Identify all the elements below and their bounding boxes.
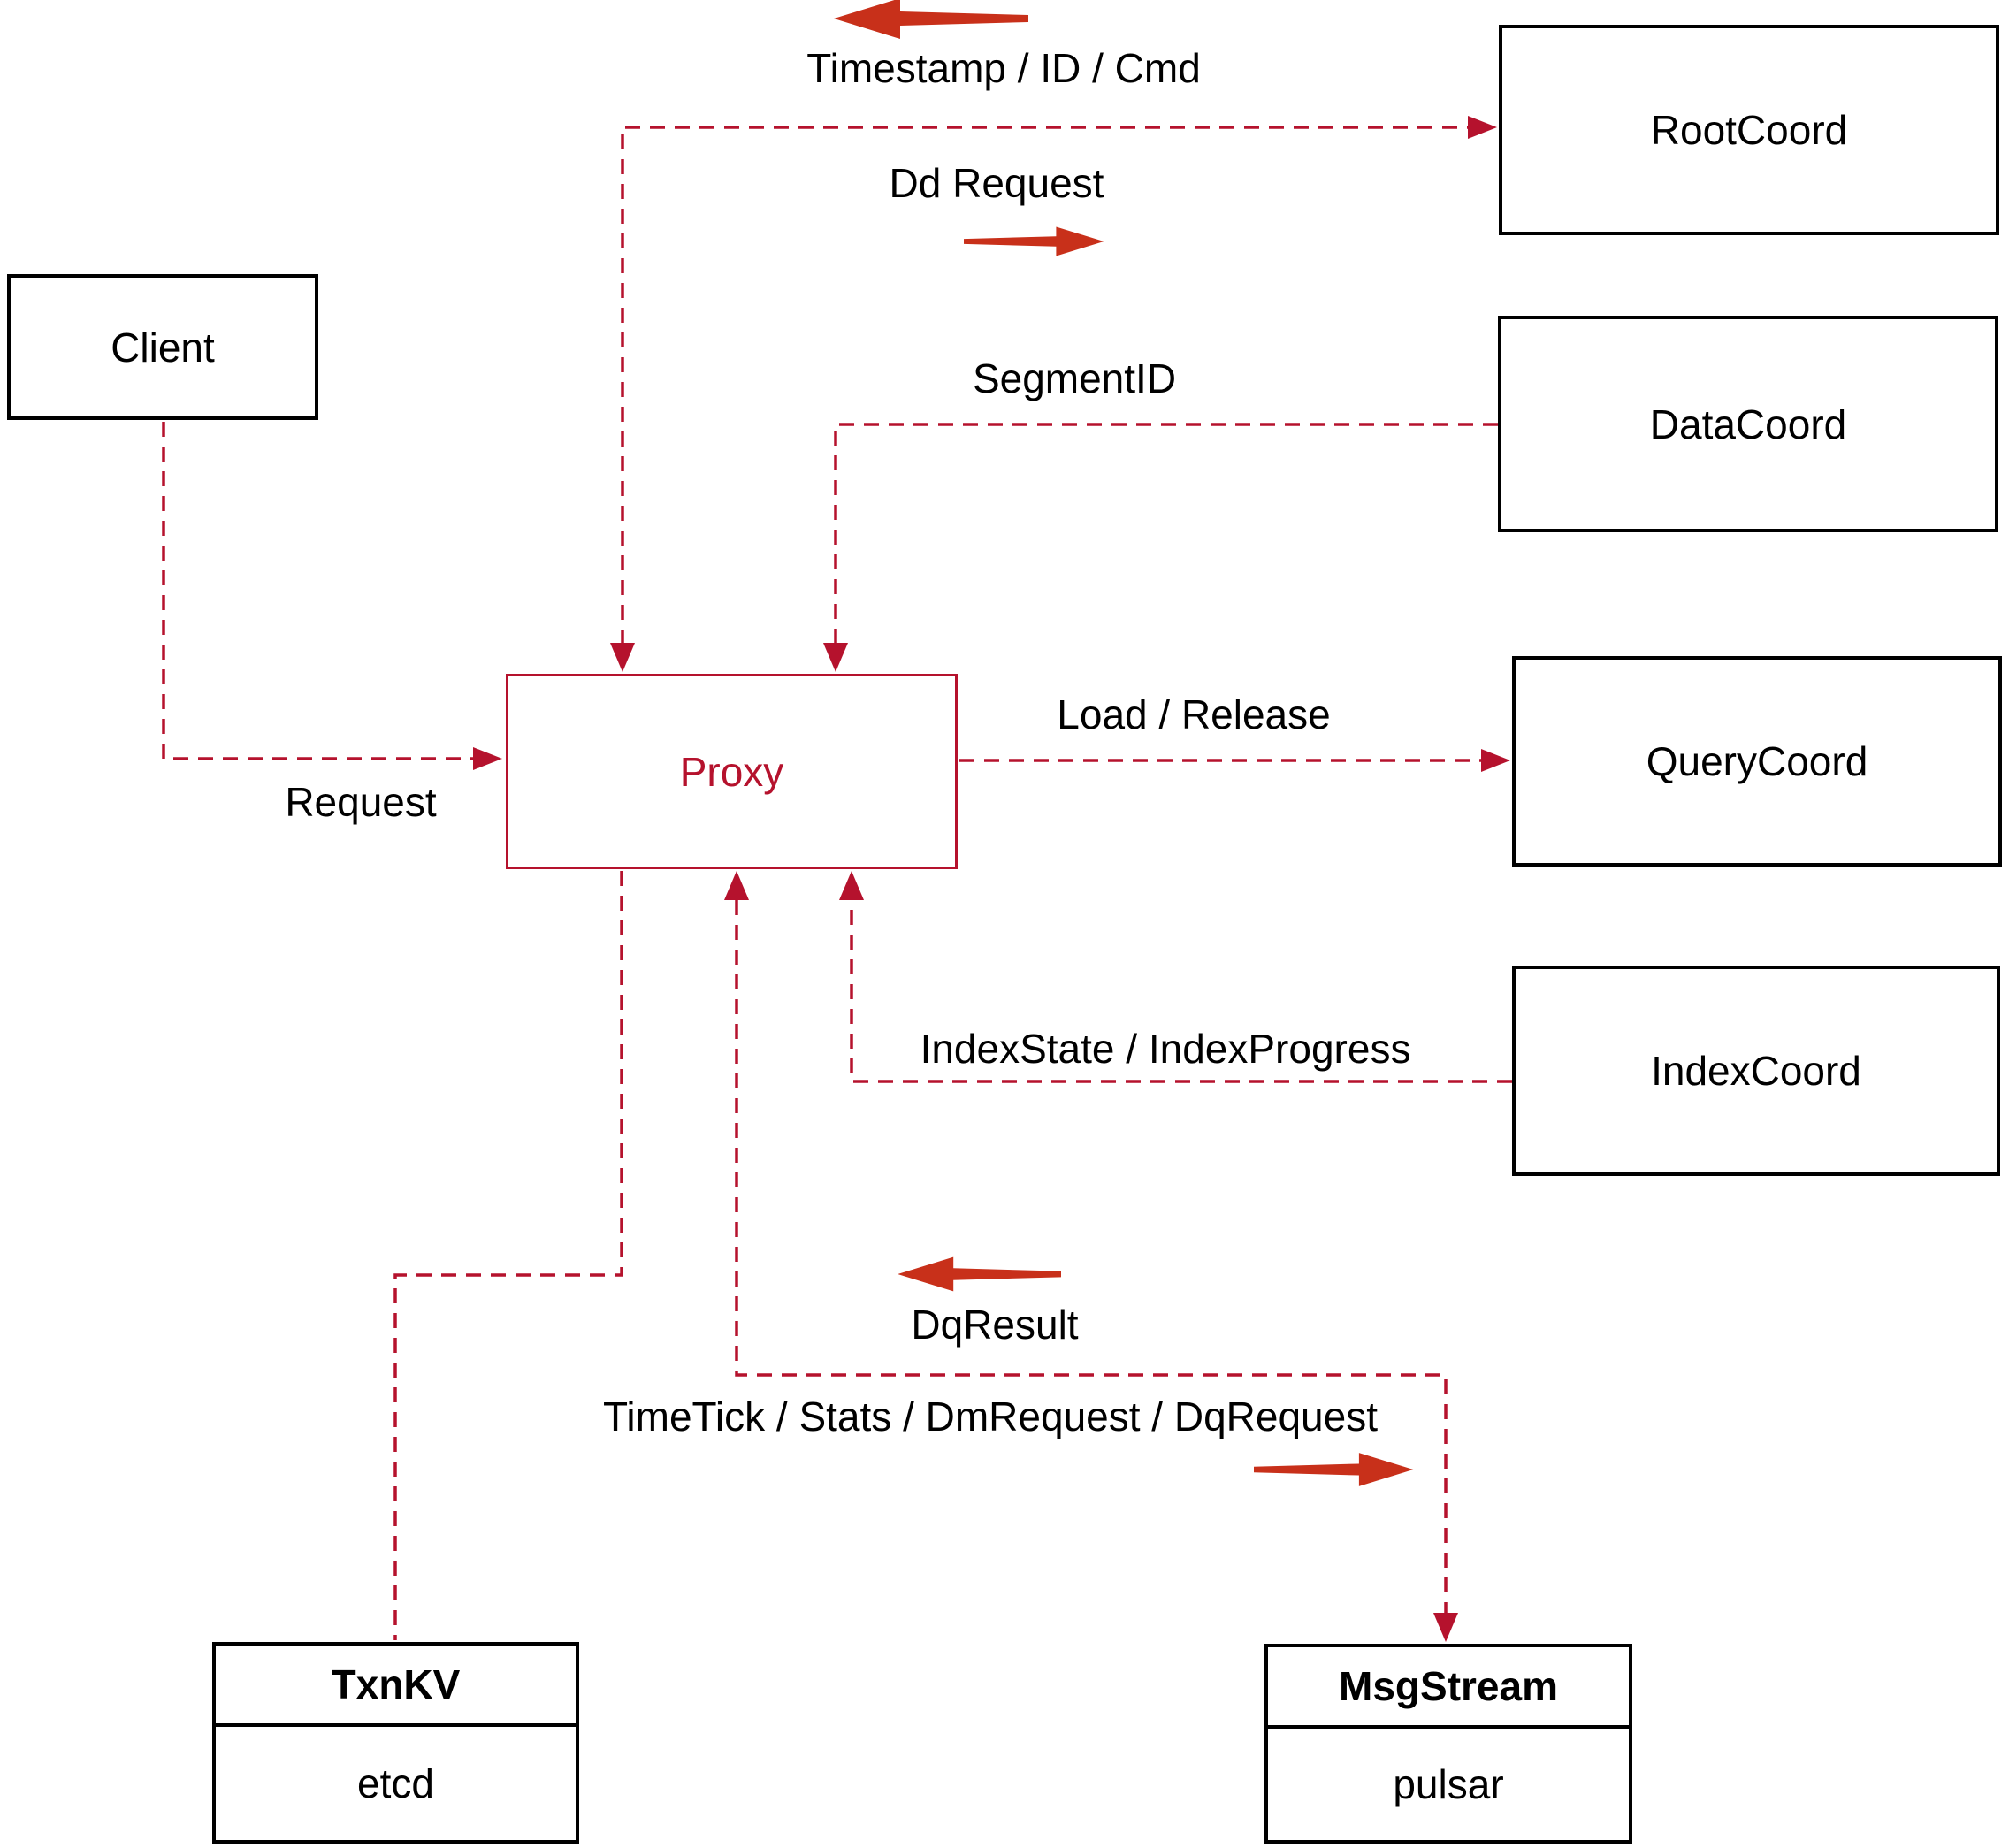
edge-proxy-msgstream-line xyxy=(735,900,1448,1614)
arrowhead-into-rootcoord-icon xyxy=(1468,116,1497,139)
node-client-label: Client xyxy=(111,324,215,370)
edge-label-timetick-stats-dmrequest-dqrequest: TimeTick / Stats / DmRequest / DqRequest xyxy=(603,1394,1378,1439)
node-querycoord-label: QueryCoord xyxy=(1646,738,1868,784)
node-rootcoord-label: RootCoord xyxy=(1650,107,1848,153)
edge-label-dd-request: Dd Request xyxy=(889,160,1104,206)
edge-label-request: Request xyxy=(285,779,437,825)
node-datacoord: DataCoord xyxy=(1498,316,1998,532)
node-indexcoord: IndexCoord xyxy=(1512,966,2000,1176)
arrowhead-into-querycoord-icon xyxy=(1481,749,1510,772)
node-client: Client xyxy=(7,274,318,420)
edge-datacoord-proxy-line xyxy=(834,423,1498,645)
flow-arrow-right-timetick-icon xyxy=(1254,1453,1414,1486)
node-txnkv-implementation: etcd xyxy=(357,1760,434,1806)
node-proxy: Proxy xyxy=(506,674,958,869)
arrowhead-into-proxy-top-left-icon xyxy=(610,643,635,672)
node-msgstream: MsgStream pulsar xyxy=(1264,1644,1632,1844)
edge-label-load-release: Load / Release xyxy=(1057,691,1331,737)
node-indexcoord-label: IndexCoord xyxy=(1651,1048,1861,1094)
flow-arrow-left-dqresult-icon xyxy=(898,1256,1061,1292)
node-txnkv-title: TxnKV xyxy=(216,1646,576,1727)
edge-client-proxy-line xyxy=(162,422,473,760)
node-datacoord-label: DataCoord xyxy=(1649,401,1847,447)
node-rootcoord: RootCoord xyxy=(1499,25,1999,235)
arrowhead-into-proxy-bottom-left-icon xyxy=(724,871,749,900)
node-proxy-label: Proxy xyxy=(679,748,784,795)
node-querycoord: QueryCoord xyxy=(1512,656,2002,867)
edge-proxy-txnkv-line xyxy=(393,871,623,1640)
flow-arrow-left-timestamp-icon xyxy=(834,0,1028,39)
edge-label-timestamp-id-cmd: Timestamp / ID / Cmd xyxy=(806,45,1201,91)
node-msgstream-title: MsgStream xyxy=(1268,1647,1629,1729)
edge-label-segmentid: SegmentID xyxy=(972,355,1177,401)
node-msgstream-implementation: pulsar xyxy=(1393,1761,1504,1807)
edge-label-indexstate-indexprogress: IndexState / IndexProgress xyxy=(920,1026,1411,1072)
node-txnkv: TxnKV etcd xyxy=(212,1642,579,1844)
edge-indexcoord-proxy-line xyxy=(850,900,1512,1083)
edge-label-dqresult: DqResult xyxy=(911,1302,1079,1348)
arrowhead-into-proxy-left-icon xyxy=(473,747,502,770)
arrowhead-into-msgstream-icon xyxy=(1433,1613,1458,1642)
flow-arrow-right-ddrequest-icon xyxy=(964,226,1104,256)
arrowhead-into-proxy-bottom-right-icon xyxy=(839,871,864,900)
arrowhead-into-proxy-top-right-icon xyxy=(823,643,848,672)
